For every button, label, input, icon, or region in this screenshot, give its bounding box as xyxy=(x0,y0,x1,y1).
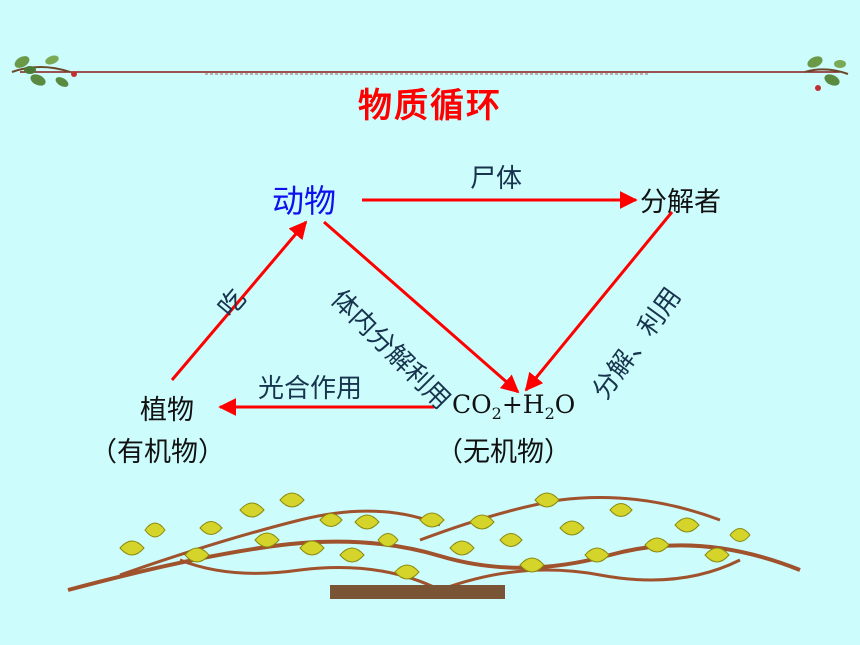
co2-subscript: 2 xyxy=(491,404,502,423)
node-plant-note: （有机物） xyxy=(90,437,225,468)
vine-decoration xyxy=(67,492,801,599)
edge-label-corpse: 尸体 xyxy=(470,164,523,194)
h2o-subscript: 2 xyxy=(544,404,555,423)
node-inorganic-note: （无机物） xyxy=(436,437,571,468)
co2-text: CO xyxy=(452,390,492,419)
o-text: O xyxy=(554,390,576,419)
node-decomposer: 分解者 xyxy=(640,187,721,218)
arrow-animal-to-inorganic xyxy=(323,220,520,394)
node-plant: 植物 xyxy=(140,395,194,426)
page-title: 物质循环 xyxy=(358,86,502,126)
h2-text: +H xyxy=(501,390,545,419)
edge-label-photosynthesis: 光合作用 xyxy=(258,374,363,404)
node-animal: 动物 xyxy=(272,182,337,220)
right-sprig-icon xyxy=(804,56,849,91)
arrow-decomposer-to-inorganic xyxy=(524,211,674,392)
node-inorganic-formula: CO2+H2O xyxy=(452,390,576,423)
left-sprig-icon xyxy=(11,55,77,87)
arrow-plant-to-animal xyxy=(170,220,308,381)
